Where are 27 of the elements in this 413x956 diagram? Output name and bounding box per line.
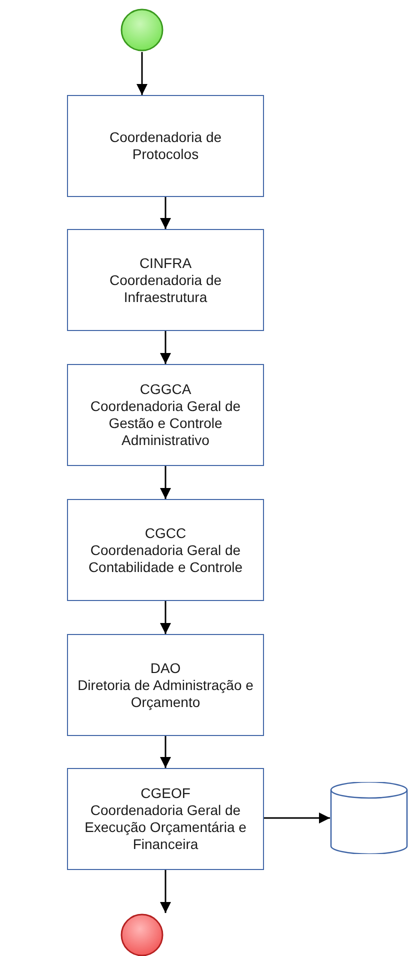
arrow <box>160 197 171 229</box>
arrow <box>136 52 148 95</box>
box-heading: CINFRA <box>139 254 192 272</box>
arrow <box>160 601 171 634</box>
arrow <box>160 331 171 364</box>
process-box <box>67 768 264 870</box>
process-box <box>67 95 264 197</box>
box-text: Coordenadoria Geral de Contabilidade e Controle <box>87 542 244 576</box>
box-text: Coordenadoria de Infraestrutura <box>108 272 223 306</box>
arrow <box>264 812 330 824</box>
start-circle <box>120 8 164 52</box>
box-text: Coordenadoria Geral de Execução Orçamentária e Financeira <box>84 802 248 853</box>
box-text: Coordenadoria Geral de Gestão e Controle Administrativo <box>89 398 242 449</box>
box-heading: CGGCA <box>140 381 192 398</box>
arrow <box>160 736 171 768</box>
process-box <box>67 634 264 736</box>
box-text: Coordenadoria de Protocolos <box>108 129 223 163</box>
process-box <box>67 499 264 601</box>
box-heading: DAO <box>150 660 181 676</box>
box-heading: CGCC <box>144 524 186 542</box>
arrow <box>160 466 171 499</box>
database-cylinder <box>330 782 408 854</box>
process-box <box>67 364 264 466</box>
process-box <box>67 229 264 331</box>
box-heading: CGEOF <box>140 785 190 802</box>
arrow <box>160 870 171 913</box>
box-text: Diretoria de Administração e Orçamento <box>76 676 254 710</box>
